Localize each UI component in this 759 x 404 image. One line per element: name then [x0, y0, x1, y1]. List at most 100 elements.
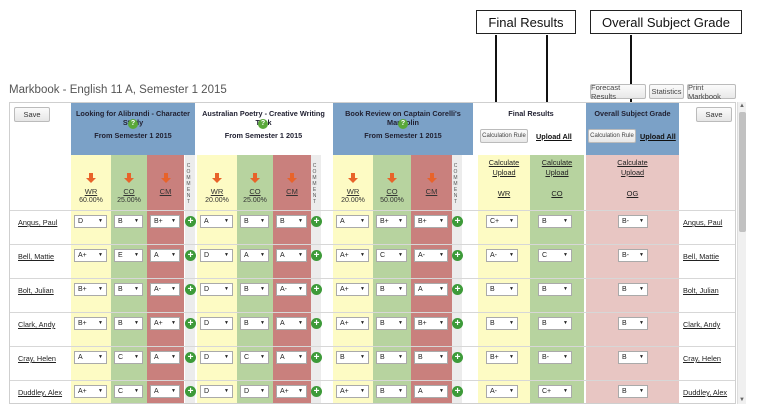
student-name-link[interactable]: Angus, Paul — [683, 218, 723, 227]
help-icon[interactable]: ? — [258, 119, 268, 129]
grade-select[interactable]: C▼ — [114, 385, 143, 398]
final-grade-select[interactable]: B▼ — [538, 283, 572, 296]
save-button-left[interactable]: Save — [14, 107, 50, 122]
final-grade-select[interactable]: B-▼ — [538, 351, 572, 364]
grade-select[interactable]: B▼ — [376, 385, 407, 398]
scroll-down-icon[interactable]: ▼ — [739, 397, 745, 403]
column-code-link[interactable]: WR — [210, 187, 224, 196]
grade-select[interactable]: D▼ — [200, 385, 233, 398]
add-comment-icon[interactable]: + — [185, 352, 196, 363]
save-button-right[interactable]: Save — [696, 107, 732, 122]
grade-select[interactable]: D▼ — [240, 385, 269, 398]
grade-select[interactable]: A-▼ — [276, 283, 307, 296]
upload-link[interactable]: Upload — [492, 168, 516, 177]
grade-select[interactable]: B▼ — [240, 283, 269, 296]
overall-upload-link[interactable]: Upload — [620, 168, 645, 177]
grade-select[interactable]: B+▼ — [414, 317, 448, 330]
statistics-button[interactable]: Statistics — [649, 84, 684, 99]
grade-select[interactable]: A▼ — [150, 351, 180, 364]
student-name-link[interactable]: Bolt, Julian — [683, 286, 719, 295]
grade-select[interactable]: A▼ — [240, 249, 269, 262]
overall-code-link[interactable]: OG — [626, 189, 639, 198]
grade-select[interactable]: A▼ — [276, 317, 307, 330]
help-icon[interactable]: ? — [398, 119, 408, 129]
overall-upload-all-link[interactable]: Upload All — [640, 132, 676, 141]
upload-link[interactable]: Upload — [545, 168, 569, 177]
vertical-scrollbar[interactable]: ▲ ▼ — [737, 102, 746, 404]
grade-select[interactable]: C▼ — [376, 249, 407, 262]
student-name-link[interactable]: Cray, Helen — [683, 354, 721, 363]
add-comment-icon[interactable]: + — [311, 250, 322, 261]
grade-select[interactable]: A▼ — [336, 215, 369, 228]
final-code-link[interactable]: WR — [497, 189, 511, 198]
add-comment-icon[interactable]: + — [452, 352, 463, 363]
grade-select[interactable]: A+▼ — [336, 283, 369, 296]
forecast-results-button[interactable]: Forecast Results — [590, 83, 646, 101]
add-comment-icon[interactable]: + — [311, 318, 322, 329]
student-name-link[interactable]: Clark, Andy — [683, 320, 721, 329]
grade-select[interactable]: A+▼ — [74, 385, 107, 398]
grade-select[interactable]: A▼ — [414, 385, 448, 398]
grade-select[interactable]: A+▼ — [336, 317, 369, 330]
column-code-link[interactable]: WR — [84, 187, 98, 196]
student-name-link[interactable]: Clark, Andy — [18, 320, 56, 329]
add-comment-icon[interactable]: + — [185, 216, 196, 227]
grade-select[interactable]: A+▼ — [74, 249, 107, 262]
final-grade-select[interactable]: A-▼ — [486, 385, 518, 398]
grade-select[interactable]: B▼ — [114, 283, 143, 296]
add-comment-icon[interactable]: + — [311, 284, 322, 295]
calculate-link[interactable]: Calculate — [488, 158, 520, 167]
overall-calculate-link[interactable]: Calculate — [617, 158, 648, 167]
print-markbook-button[interactable]: Print Markbook — [687, 83, 736, 101]
overall-grade-select[interactable]: B▼ — [618, 317, 648, 330]
overall-grade-select[interactable]: B▼ — [618, 283, 648, 296]
add-comment-icon[interactable]: + — [311, 216, 322, 227]
grade-select[interactable]: B▼ — [376, 351, 407, 364]
grade-select[interactable]: A+▼ — [336, 249, 369, 262]
grade-select[interactable]: E▼ — [114, 249, 143, 262]
add-comment-icon[interactable]: + — [311, 352, 322, 363]
grade-select[interactable]: D▼ — [200, 249, 233, 262]
add-comment-icon[interactable]: + — [452, 386, 463, 397]
grade-select[interactable]: B▼ — [240, 317, 269, 330]
overall-grade-select[interactable]: B▼ — [618, 385, 648, 398]
grade-select[interactable]: B▼ — [376, 283, 407, 296]
add-comment-icon[interactable]: + — [185, 250, 196, 261]
final-grade-select[interactable]: A-▼ — [486, 249, 518, 262]
final-grade-select[interactable]: B▼ — [538, 317, 572, 330]
grade-select[interactable]: B+▼ — [74, 283, 107, 296]
column-code-link[interactable]: CO — [123, 187, 135, 196]
grade-select[interactable]: A▼ — [414, 283, 448, 296]
grade-select[interactable]: D▼ — [200, 317, 233, 330]
add-comment-icon[interactable]: + — [311, 386, 322, 397]
final-grade-select[interactable]: C+▼ — [486, 215, 518, 228]
grade-select[interactable]: B▼ — [240, 215, 269, 228]
grade-select[interactable]: A▼ — [150, 249, 180, 262]
student-name-link[interactable]: Cray, Helen — [18, 354, 56, 363]
add-comment-icon[interactable]: + — [185, 386, 196, 397]
help-icon[interactable]: ? — [128, 119, 138, 129]
column-code-link[interactable]: CM — [286, 187, 298, 196]
grade-select[interactable]: A▼ — [74, 351, 107, 364]
column-code-link[interactable]: WR — [346, 187, 360, 196]
column-code-link[interactable]: CO — [249, 187, 261, 196]
grade-select[interactable]: C▼ — [240, 351, 269, 364]
column-code-link[interactable]: CM — [159, 187, 172, 196]
final-upload-all-link[interactable]: Upload All — [536, 132, 572, 141]
column-code-link[interactable]: CM — [425, 187, 438, 196]
final-grade-select[interactable]: C+▼ — [538, 385, 572, 398]
grade-select[interactable]: A-▼ — [414, 249, 448, 262]
overall-calculation-rule-button[interactable]: Calculation Rule — [588, 129, 636, 143]
column-code-link[interactable]: CO — [386, 187, 398, 196]
grade-select[interactable]: B▼ — [414, 351, 448, 364]
grade-select[interactable]: B▼ — [114, 317, 143, 330]
grade-select[interactable]: B▼ — [114, 215, 143, 228]
scroll-up-icon[interactable]: ▲ — [739, 103, 745, 109]
overall-grade-select[interactable]: B▼ — [618, 351, 648, 364]
grade-select[interactable]: B+▼ — [74, 317, 107, 330]
final-grade-select[interactable]: B▼ — [486, 317, 518, 330]
grade-select[interactable]: A▼ — [276, 249, 307, 262]
final-grade-select[interactable]: B▼ — [486, 283, 518, 296]
grade-select[interactable]: B+▼ — [150, 215, 180, 228]
student-name-link[interactable]: Bell, Mattie — [18, 252, 55, 261]
